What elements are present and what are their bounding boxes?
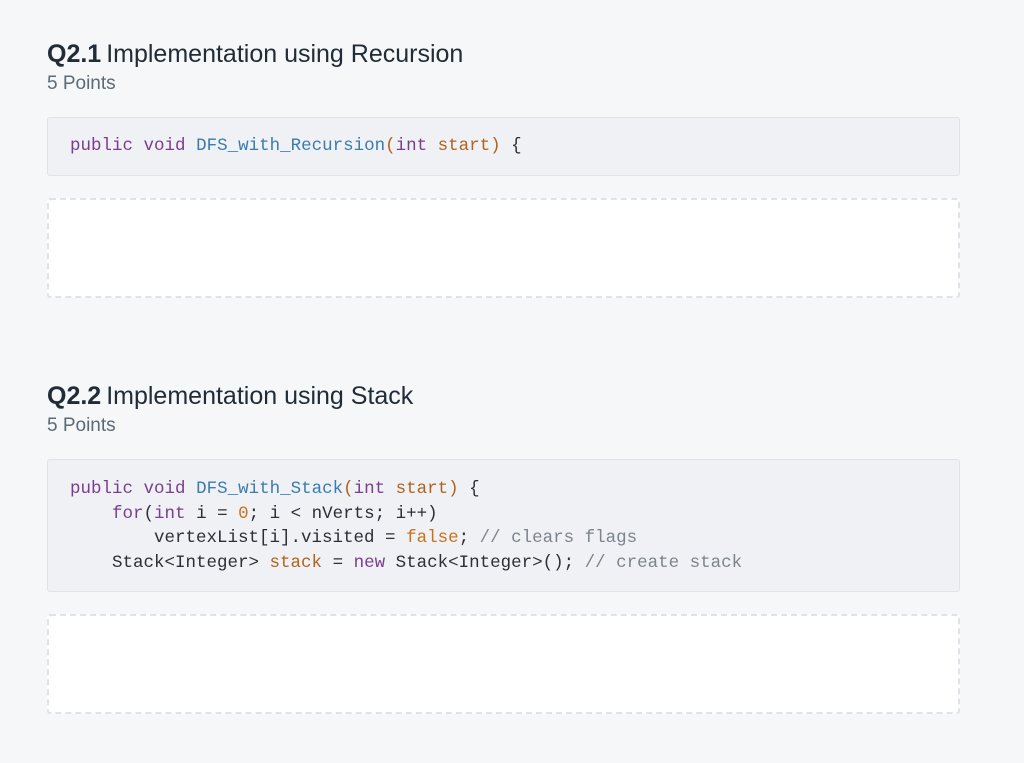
question-title-text: Implementation using Recursion bbox=[106, 40, 464, 68]
code-parameter: start bbox=[437, 136, 491, 156]
code-text bbox=[385, 479, 396, 499]
code-literal: false bbox=[406, 528, 459, 548]
code-keyword: int bbox=[353, 479, 386, 499]
code-text bbox=[186, 479, 197, 499]
code-punctuation: ( bbox=[385, 136, 396, 156]
answer-input-box[interactable] bbox=[47, 198, 960, 298]
code-punctuation: ) bbox=[448, 479, 459, 499]
code-text bbox=[427, 136, 438, 156]
question-points: 5 Points bbox=[47, 73, 116, 94]
question-number: Q2.1 bbox=[47, 40, 102, 68]
code-line: Stack<Integer> stack = new Stack<Integer… bbox=[70, 551, 937, 576]
code-keyword: for bbox=[112, 503, 144, 524]
code-text bbox=[133, 479, 144, 499]
code-line: for(int i = 0; i < nVerts; i++) bbox=[70, 502, 937, 527]
code-text: vertexList[i].visited = bbox=[70, 528, 407, 548]
code-function-name: DFS_with_Stack bbox=[196, 479, 344, 499]
answer-input-box[interactable] bbox=[47, 614, 960, 714]
code-block: public void DFS_with_Recursion(int start… bbox=[47, 117, 960, 176]
code-keyword: new bbox=[353, 552, 386, 573]
code-keyword: public bbox=[70, 136, 134, 156]
code-text: i = bbox=[185, 503, 239, 524]
code-text: = bbox=[322, 552, 354, 573]
code-text: ( bbox=[143, 503, 155, 524]
code-text: ; i < nVerts; i++) bbox=[248, 503, 438, 524]
code-line: vertexList[i].visited = false; // clears… bbox=[70, 526, 937, 551]
code-text bbox=[186, 136, 197, 156]
code-punctuation: ) bbox=[490, 136, 501, 156]
code-line: public void DFS_with_Recursion(int start… bbox=[70, 134, 937, 159]
code-text bbox=[133, 136, 144, 156]
code-text: Stack<Integer> bbox=[70, 552, 270, 573]
code-keyword: void bbox=[143, 479, 186, 499]
code-variable: stack bbox=[269, 552, 323, 573]
question-title-text: Implementation using Stack bbox=[106, 382, 414, 410]
code-comment: // create stack bbox=[584, 552, 743, 573]
code-keyword: int bbox=[154, 503, 186, 524]
code-literal: 0 bbox=[238, 503, 249, 524]
code-line: public void DFS_with_Stack(int start) { bbox=[70, 477, 937, 502]
code-text: Stack<Integer>(); bbox=[385, 552, 585, 573]
code-text bbox=[70, 504, 112, 524]
question-points: 5 Points bbox=[47, 415, 116, 436]
code-text: ; bbox=[458, 528, 480, 548]
code-function-name: DFS_with_Recursion bbox=[196, 136, 386, 156]
code-text: { bbox=[500, 136, 522, 156]
question-number: Q2.2 bbox=[47, 382, 102, 410]
code-parameter: start bbox=[395, 479, 449, 499]
code-text: { bbox=[458, 479, 480, 499]
code-keyword: void bbox=[143, 136, 186, 156]
code-punctuation: ( bbox=[343, 479, 354, 499]
code-comment: // clears flags bbox=[479, 528, 638, 548]
code-keyword: int bbox=[395, 136, 428, 156]
code-block: public void DFS_with_Stack(int start) { … bbox=[47, 459, 960, 592]
code-keyword: public bbox=[70, 479, 134, 499]
